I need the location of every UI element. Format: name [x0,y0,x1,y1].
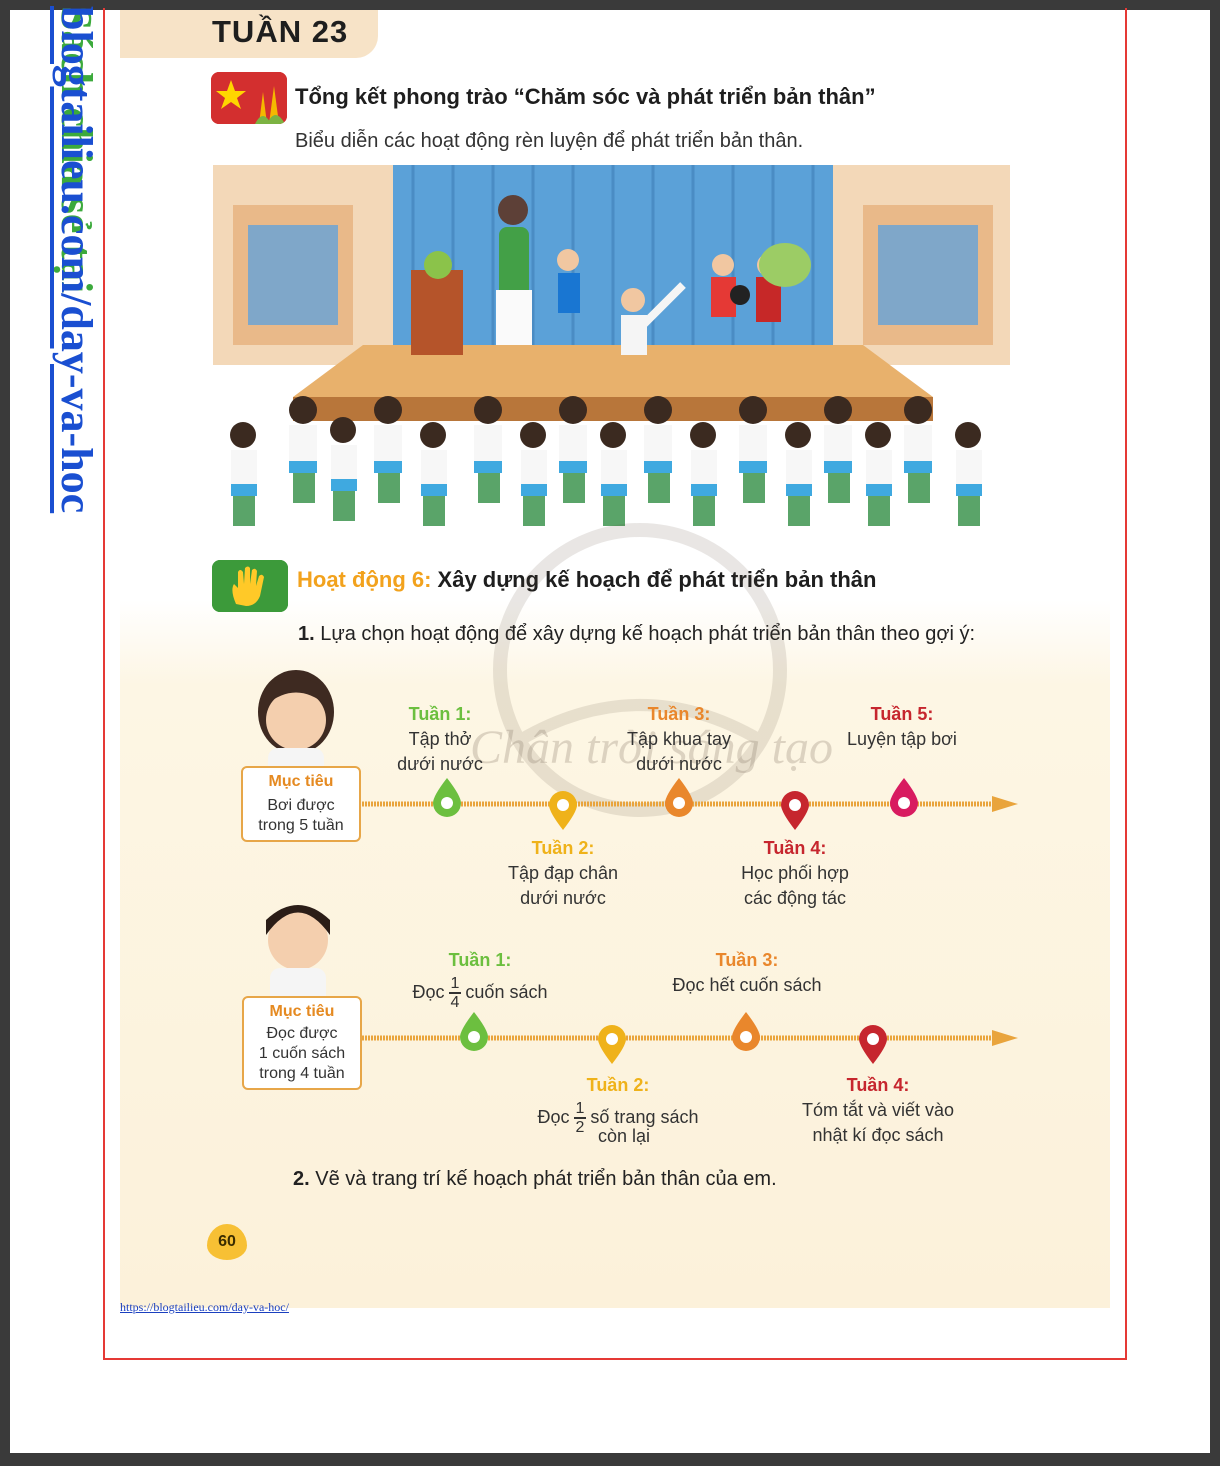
week-tab [120,10,378,58]
marker-plan1-week1 [433,778,461,817]
boy-avatar [266,905,330,1006]
plan2-week4-label: Tuần 4: Tóm tắt và viết vào nhật kí đọc … [801,1075,955,1145]
activity-label: Hoạt động 6: [297,567,432,592]
watermark-text: Chân trời sáng tạo [470,721,833,774]
page-frame [103,8,1127,1360]
activity-text: Xây dựng kế hoạch để phát triển bản thân [431,567,877,592]
goal-title: Mục tiêu [269,1003,335,1020]
girl-avatar [258,670,334,788]
goal-line: 1 cuốn sách [258,1045,346,1062]
goal-line: Đọc được [266,1025,338,1042]
hand-icon [212,560,288,612]
plan1-week5-label: Tuần 5: Luyện tập bơi [847,704,957,749]
plan1-week2-label: Tuần 2: Tập đạp chân dưới nước [507,838,619,908]
week-title: TUẦN 23 [212,14,349,49]
marker-plan2-week4 [859,1025,887,1064]
footer-link[interactable]: https://blogtailieu.com/day-va-hoc/ [120,1300,289,1314]
page-number: 60 [207,1224,247,1260]
stage-performance-illustration [213,165,1010,535]
marker-plan2-week3 [732,1012,760,1051]
goal-board-plan1: Mục tiêu Bơi được trong 5 tuần [241,766,361,842]
activity-title: Hoạt động 6: Xây dựng kế hoạch để phát t… [297,567,876,593]
sidebar-prefix: Sách chia sẻ tại [52,6,101,294]
question-1-number: 1. [298,623,315,645]
marker-plan1-week3 [665,778,693,817]
plan1-week3-label: Tuần 3: Tập khua tay dưới nước [626,704,732,774]
sidebar-link[interactable]: blogtailieu.com/day-va-hoc [52,6,101,514]
plan1-week4-label: Tuần 4: Học phối hợp các động tác [741,838,849,908]
watermark-logo-icon [493,523,787,817]
goal-board-plan2: Mục tiêu Đọc được 1 cuốn sách trong 4 tu… [242,996,362,1090]
question-2: 2. Vẽ và trang trí kế hoạch phát triển b… [293,1168,777,1191]
marker-plan1-week4 [781,791,809,830]
section-subtitle: Biểu diễn các hoạt động rèn luyện để phá… [295,130,804,152]
question-1-text: Lựa chọn hoạt động để xây dựng kế hoạch … [314,623,976,645]
marker-plan2-week2 [598,1025,626,1064]
question-2-number: 2. [293,1168,310,1190]
question-2-text: Vẽ và trang trí kế hoạch phát triển bản … [309,1168,777,1190]
plan1-week1-label: Tuần 1: Tập thở dưới nước [397,704,483,774]
question-1: 1. Lựa chọn hoạt động để xây dựng kế hoạ… [298,623,975,646]
goal-title: Mục tiêu [268,773,334,790]
plan2-week3-label: Tuần 3: Đọc hết cuốn sách [672,950,822,995]
sidebar-watermark: Sách chia sẻ tại blogtailieu.com/day-va-… [52,6,102,1006]
marker-plan1-week5 [890,778,918,817]
flag-icon [211,72,287,124]
section-title: Tổng kết phong trào “Chăm sóc và phát tr… [295,84,876,109]
goal-line: Bơi được [267,797,335,814]
marker-plan1-week2 [549,791,577,830]
goal-line: trong 5 tuần [258,817,344,834]
marker-plan2-week1 [460,1012,488,1051]
goal-line: trong 4 tuần [259,1065,345,1082]
